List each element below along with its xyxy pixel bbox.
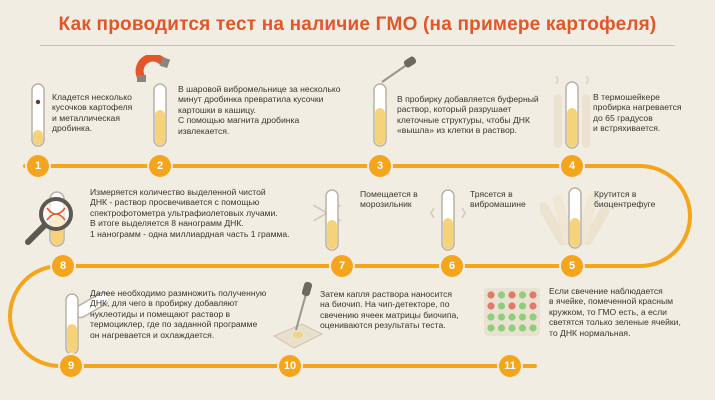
chip-cell-red — [487, 291, 495, 299]
step-10-text: Затем капля раствора наносится на биочип… — [320, 289, 459, 331]
chip-cell-green — [497, 291, 506, 299]
chip-cell-red — [529, 302, 537, 310]
chip-cell-red — [487, 302, 495, 310]
step-6-text: Трясется в вибромашине — [470, 189, 526, 210]
step-number-5: 5 — [561, 255, 583, 277]
step-number-10: 10 — [279, 355, 301, 377]
step-3-text: В пробирку добавляется буферный раствор,… — [397, 94, 539, 136]
test-tube-icon — [325, 189, 339, 251]
chip-cell-green — [508, 313, 516, 321]
magnifier-dna-icon — [25, 191, 73, 247]
step-number-3: 3 — [369, 155, 391, 177]
step-1-text: Кладется несколько кусочков картофеля и … — [52, 92, 133, 134]
step-number-6: 6 — [441, 255, 463, 277]
magnet-icon — [135, 55, 171, 82]
chip-cell-green — [497, 302, 506, 310]
step-5-text: Крутится в биоцентрефуге — [594, 189, 656, 210]
step-2-text: В шаровой вибромельнице за несколько мин… — [178, 84, 341, 136]
test-tube-icon — [373, 83, 387, 147]
title-divider — [40, 45, 675, 46]
chip-cell-green — [497, 324, 506, 332]
step-number-7: 7 — [331, 255, 353, 277]
pipette-biochip-icon — [272, 281, 324, 349]
step-4-text: В термошейкере пробирка нагревается до 6… — [593, 92, 682, 134]
shaking-test-tube-icon — [430, 189, 466, 251]
chip-cell-green — [529, 324, 537, 332]
step-number-1: 1 — [27, 155, 49, 177]
step-8-text: Измеряется количество выделенной чистой … — [90, 187, 290, 239]
chip-cell-green — [487, 313, 495, 321]
chip-cell-green — [529, 313, 537, 321]
chip-cell-red — [508, 302, 516, 310]
test-tube-icon — [31, 83, 45, 147]
step-number-8: 8 — [52, 255, 74, 277]
chip-cell-red — [508, 291, 516, 299]
page-title: Как проводится тест на наличие ГМО (на п… — [58, 14, 657, 35]
test-tubes-icon — [65, 291, 108, 355]
heated-test-tube-icon — [554, 75, 590, 149]
biochip-grid-icon — [484, 288, 540, 336]
centrifuge-tubes-icon — [540, 187, 610, 249]
step-9-text: Далее необходимо размножить полученную Д… — [90, 288, 267, 340]
step-number-4: 4 — [561, 155, 583, 177]
chip-cell-red — [529, 291, 537, 299]
step-7-text: Помещается в морозильник — [360, 189, 418, 210]
test-tube-icon — [153, 83, 167, 147]
chip-cell-green — [508, 324, 516, 332]
chip-cell-green — [518, 324, 527, 332]
chip-cell-green — [487, 324, 495, 332]
step-number-11: 11 — [499, 355, 521, 377]
chip-cell-green — [518, 291, 527, 299]
step-number-9: 9 — [60, 355, 82, 377]
step-11-text: Если свечение наблюдается в ячейке, поме… — [549, 286, 681, 338]
chip-cell-green — [518, 302, 527, 310]
step-number-2: 2 — [149, 155, 171, 177]
chip-cell-green — [518, 313, 527, 321]
chip-cell-green — [497, 313, 506, 321]
